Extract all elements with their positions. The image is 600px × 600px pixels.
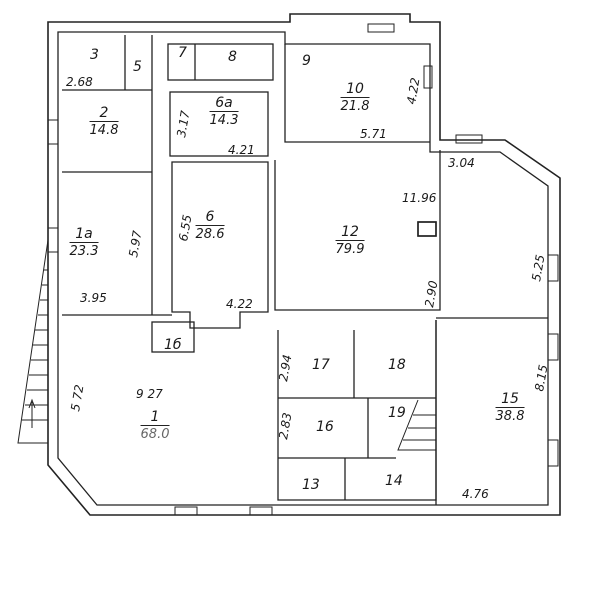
external-stairs	[17, 239, 49, 444]
room-13-label: 13	[302, 477, 320, 493]
internal-stairs	[397, 399, 436, 451]
outer-walls	[47, 13, 561, 516]
room-15-label: 15 38.8	[495, 391, 525, 424]
room-3-label: 3	[90, 47, 99, 63]
room-14-label: 14	[385, 473, 403, 489]
room-7-label: 7	[178, 45, 187, 61]
room-15-dim-width: 4.76	[462, 487, 489, 501]
room-17-label: 17	[312, 357, 330, 373]
windows	[47, 23, 559, 516]
room-18-label: 18	[388, 357, 406, 373]
room-6a-dim-width: 4.21	[228, 143, 255, 157]
room-9-label: 9	[302, 53, 311, 69]
room-8-label: 8	[228, 49, 237, 65]
room-3-dim: 2.68	[66, 75, 93, 89]
room-6a-label: 6a 14.3	[209, 95, 239, 128]
room-6-label: 6 28.6	[195, 209, 225, 242]
room-12-dim-width: 11.96	[402, 191, 437, 205]
room-6-dim-width: 4.22	[226, 297, 253, 311]
room-1-dim-width: 9 27	[136, 387, 163, 401]
room-10-dim-width: 5.71	[360, 127, 387, 141]
room-10-label: 10 21.8	[340, 81, 370, 114]
room-1b-label: 1б	[164, 337, 182, 353]
column	[417, 221, 437, 237]
room-19-label: 19	[388, 405, 406, 421]
room-2-label: 2 14.8	[89, 105, 119, 138]
interior-walls	[62, 35, 548, 505]
room-12-label: 12 79.9	[335, 224, 365, 257]
room-1a-label: 1a 23.3	[69, 226, 99, 259]
room-1a-dim-width: 3.95	[80, 291, 107, 305]
room-5-label: 5	[133, 59, 142, 75]
room-12-dim-bay: 3.04	[448, 156, 475, 170]
room-16-label: 16	[316, 419, 334, 435]
room-1-label: 1 68.0	[140, 409, 170, 442]
